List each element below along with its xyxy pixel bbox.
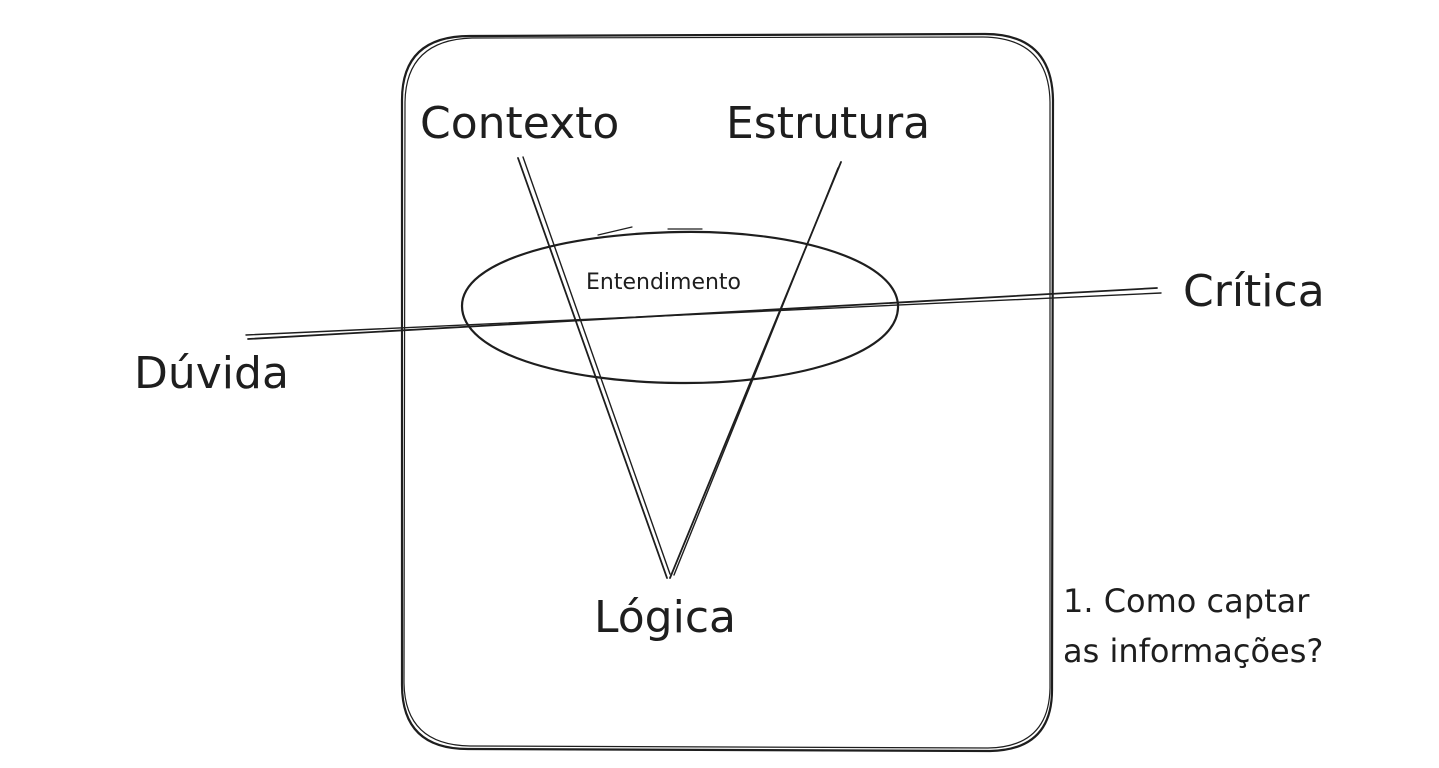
duvida-critica-line[interactable]: [245, 287, 1162, 340]
label-duvida: Dúvida: [134, 348, 289, 399]
label-critica: Crítica: [1183, 266, 1325, 317]
label-estrutura: Estrutura: [726, 98, 930, 149]
frame-box[interactable]: [400, 32, 1055, 753]
contexto-line[interactable]: [517, 156, 671, 579]
label-contexto: Contexto: [420, 98, 619, 149]
note-text: 1. Como captar as informações?: [1063, 582, 1323, 670]
label-entendimento: Entendimento: [586, 270, 741, 295]
note-line-1: 1. Como captar: [1063, 582, 1310, 620]
label-logica: Lógica: [594, 592, 736, 643]
note-line-2: as informações?: [1063, 632, 1323, 670]
estrutura-line[interactable]: [669, 161, 842, 579]
entendimento-ellipse[interactable]: [460, 226, 900, 385]
